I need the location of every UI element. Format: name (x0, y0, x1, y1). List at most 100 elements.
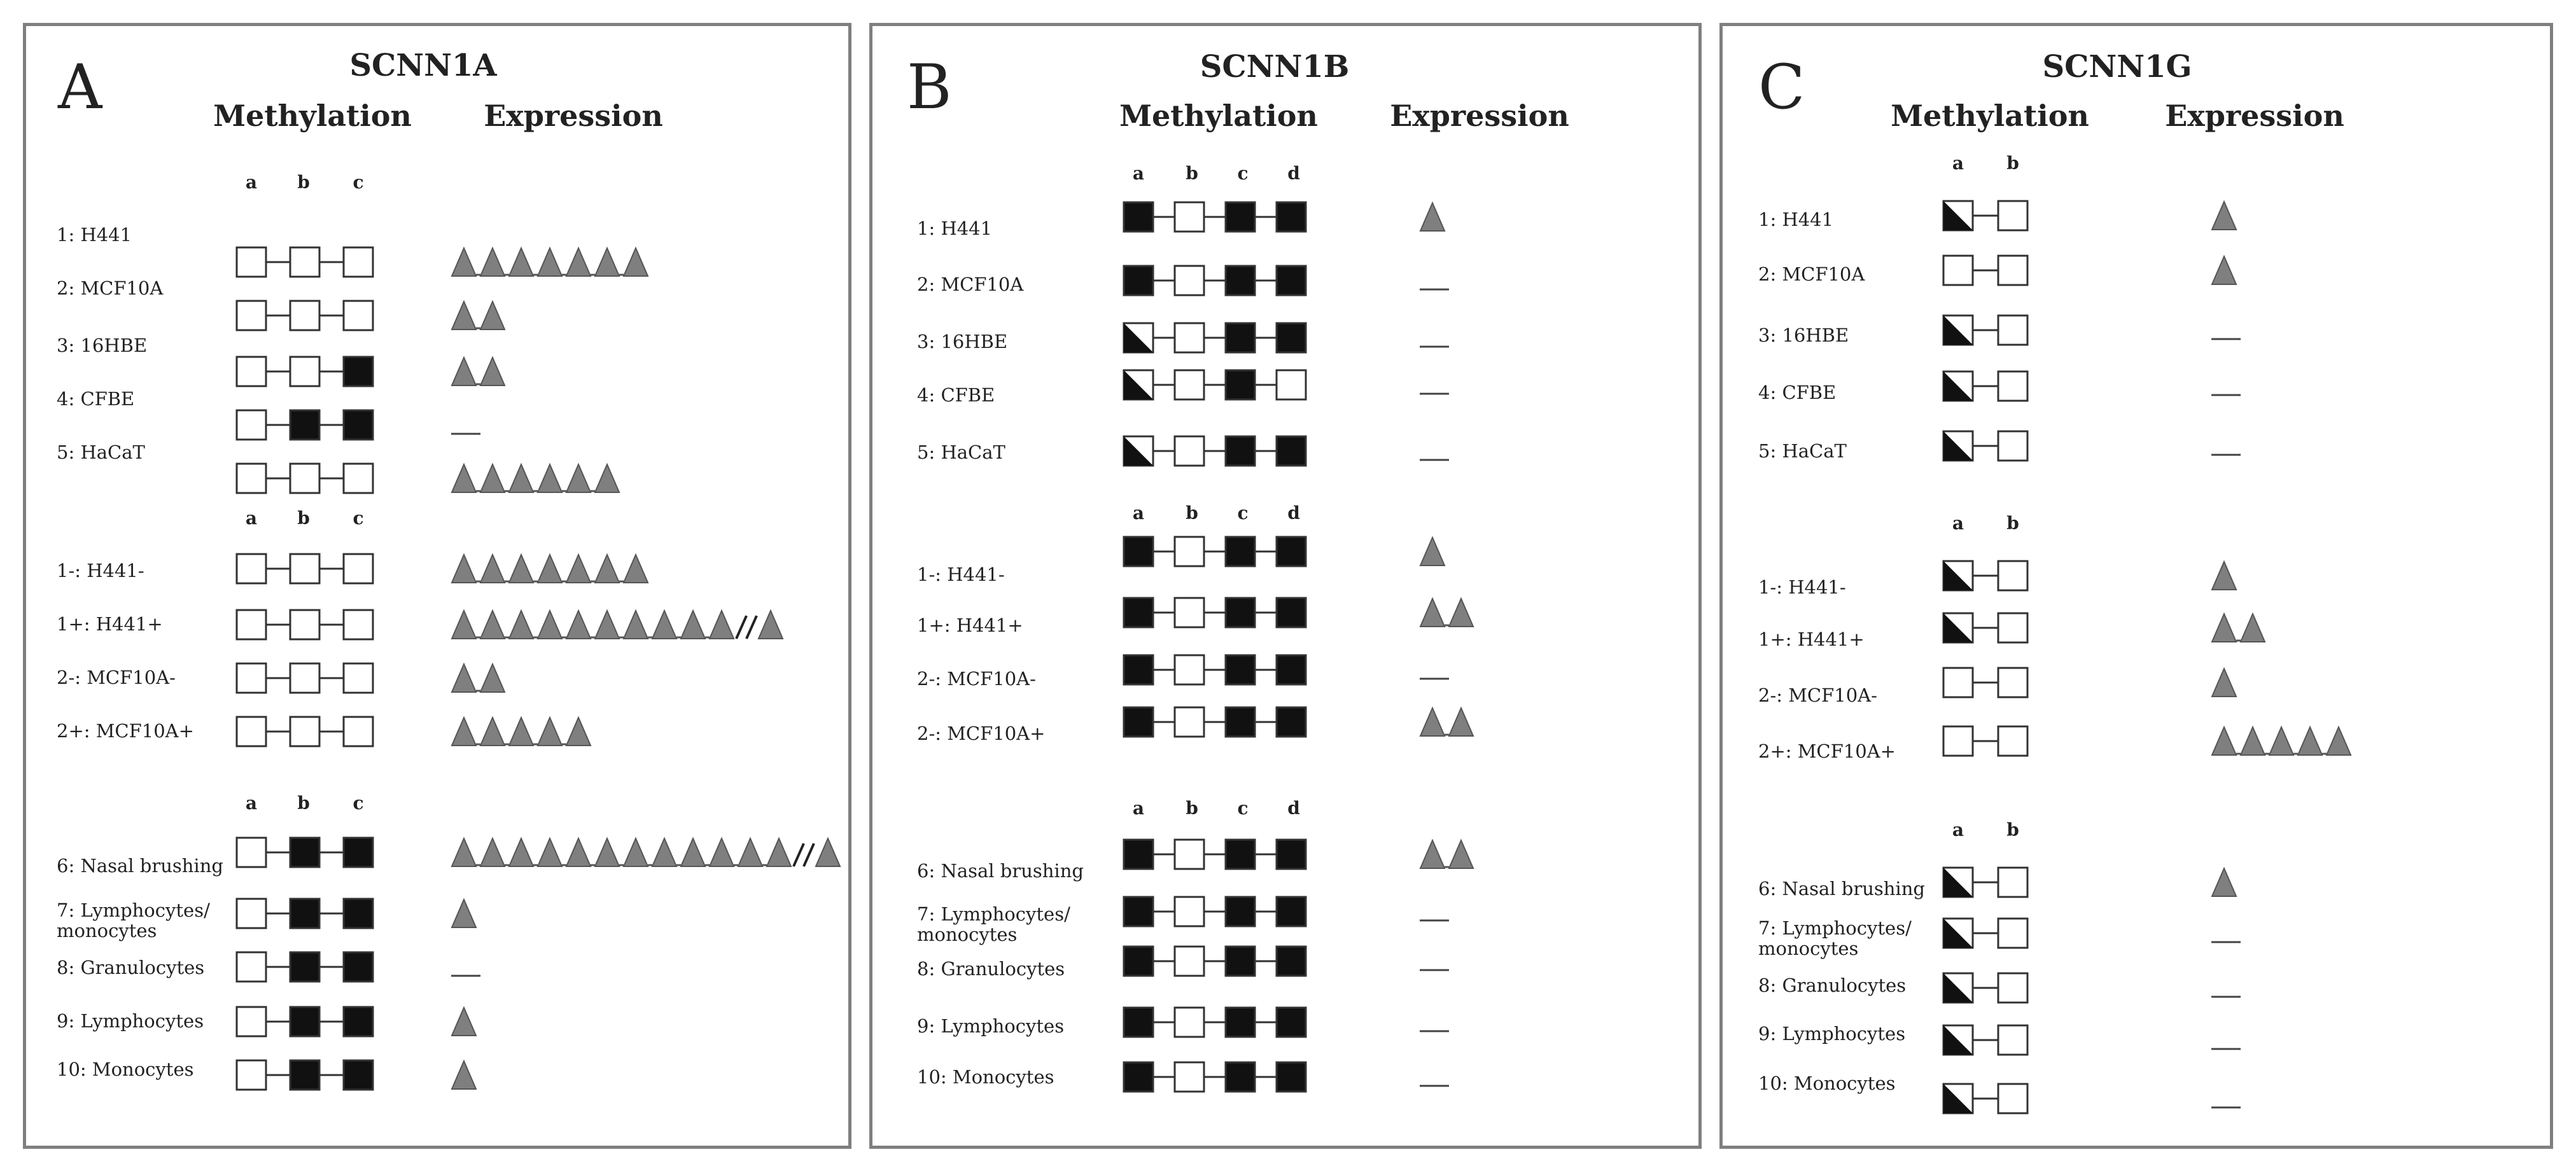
cpg-site-methylated (1275, 597, 1307, 628)
site-label: b (1186, 163, 1198, 184)
cpg-site-unmethylated (289, 553, 321, 585)
row-label: 7: Lymphocytes/ monocytes (57, 899, 210, 941)
cpg-site-methylated (1123, 896, 1154, 927)
expression-triangle (536, 836, 563, 867)
panel-a-glyphs (235, 246, 841, 1091)
cpg-site-methylated (1224, 536, 1256, 567)
expression-triangle (2211, 612, 2237, 642)
site-label: d (1287, 798, 1300, 819)
cpg-site-methylated (1224, 1061, 1256, 1093)
expression-triangle (1448, 706, 1474, 737)
cpg-site-methylated (1275, 265, 1307, 296)
cpg-site-methylated (1224, 896, 1256, 927)
cpg-site-unmethylated (1173, 654, 1205, 686)
cpg-site-methylated (1224, 654, 1256, 686)
row-label: 10: Monocytes (917, 1066, 1054, 1088)
cpg-site-unmethylated (235, 300, 267, 331)
expression-triangle (1419, 706, 1446, 737)
cpg-site-methylated (1224, 265, 1256, 296)
cpg-site-methylated (1224, 838, 1256, 870)
cpg-site-unmethylated (289, 300, 321, 331)
row-label: 5: HaCaT (917, 441, 1005, 463)
site-label: b (2006, 153, 2019, 174)
site-label: a (1952, 513, 1964, 534)
expression-triangle (565, 246, 592, 277)
cpg-site-unmethylated (235, 409, 267, 441)
site-label: b (1186, 798, 1198, 819)
cpg-site-unmethylated (1997, 370, 2029, 402)
cpg-site-methylated (1275, 654, 1307, 686)
expression-triangle (451, 716, 477, 746)
site-label: a (1952, 153, 1964, 174)
cpg-site-methylated (1275, 201, 1307, 233)
cpg-site-unmethylated (1997, 560, 2029, 592)
partial-methylation-fill (1124, 370, 1153, 399)
cpg-site-unmethylated (1942, 667, 1974, 698)
row-label: 1+: H441+ (57, 613, 163, 635)
row-label: 1+: H441+ (1758, 628, 1865, 650)
panel-a: A SCNN1A Methylation Expression a b c 1:… (23, 23, 851, 1149)
expression-triangle (2239, 612, 2266, 642)
expression-header: Expression (2165, 99, 2344, 133)
panel-c: C SCNN1G Methylation Expression a b 1: H… (1719, 23, 2553, 1149)
expression-triangle (479, 246, 506, 277)
row-label: 2-: MCF10A- (1758, 684, 1877, 706)
cpg-site-methylated (1224, 597, 1256, 628)
expression-triangle (565, 462, 592, 493)
expression-triangle (451, 1059, 477, 1090)
expression-triangle (1448, 838, 1474, 869)
site-label: c (1237, 798, 1249, 819)
expression-triangle (451, 836, 477, 867)
cpg-site-unmethylated (1997, 314, 2029, 346)
cpg-site-unmethylated (1275, 369, 1307, 401)
expression-triangle (479, 662, 506, 693)
cpg-site-unmethylated (235, 553, 267, 585)
expression-triangle (451, 356, 477, 386)
partial-methylation-fill (1943, 561, 1973, 590)
expression-triangle (2211, 254, 2237, 285)
row-label: 6: Nasal brushing (57, 855, 223, 877)
row-label: 7: Lymphocytes/ monocytes (917, 903, 1070, 945)
cpg-site-methylated (1123, 654, 1154, 686)
cpg-site-unmethylated (1173, 838, 1205, 870)
cpg-site-methylated (1275, 945, 1307, 977)
expression-triangle (508, 609, 535, 639)
site-label: b (297, 508, 310, 529)
expression-triangle (680, 609, 706, 639)
row-label: 6: Nasal brushing (1758, 878, 1925, 899)
expression-triangle (1419, 597, 1446, 627)
cpg-site-unmethylated (1173, 1006, 1205, 1038)
cpg-site-methylated (342, 898, 374, 929)
row-label: 1+: H441+ (917, 614, 1023, 636)
site-label: b (1186, 503, 1198, 524)
site-label: a (1952, 819, 1964, 840)
expression-triangle (594, 553, 620, 583)
site-label: c (353, 172, 364, 193)
row-label: 1: H441 (917, 218, 993, 239)
cpg-site-methylated (1275, 536, 1307, 567)
cpg-site-unmethylated (1173, 945, 1205, 977)
panel-letter: B (907, 52, 952, 123)
row-label: 10: Monocytes (57, 1058, 194, 1080)
cpg-site-methylated (1123, 945, 1154, 977)
cpg-site-methylated (1123, 597, 1154, 628)
cpg-site-methylated (342, 356, 374, 387)
row-label: 4: CFBE (917, 384, 995, 406)
site-label: a (1132, 503, 1145, 524)
cpg-site-unmethylated (1997, 200, 2029, 232)
expression-triangle (536, 462, 563, 493)
expression-triangle (2325, 725, 2352, 756)
expression-triangle (508, 462, 535, 493)
row-label: 3: 16HBE (57, 335, 148, 356)
expression-triangle (2297, 725, 2323, 756)
cpg-site-unmethylated (1173, 706, 1205, 738)
cpg-site-methylated (1275, 706, 1307, 738)
cpg-site-methylated (1224, 945, 1256, 977)
cpg-site-methylated (289, 836, 321, 868)
cpg-site-unmethylated (1997, 612, 2029, 644)
cpg-site-methylated (1224, 435, 1256, 467)
cpg-site-unmethylated (1997, 725, 2029, 757)
cpg-site-unmethylated (1997, 972, 2029, 1004)
partial-methylation-fill (1943, 316, 1973, 345)
expression-triangle (766, 836, 792, 867)
